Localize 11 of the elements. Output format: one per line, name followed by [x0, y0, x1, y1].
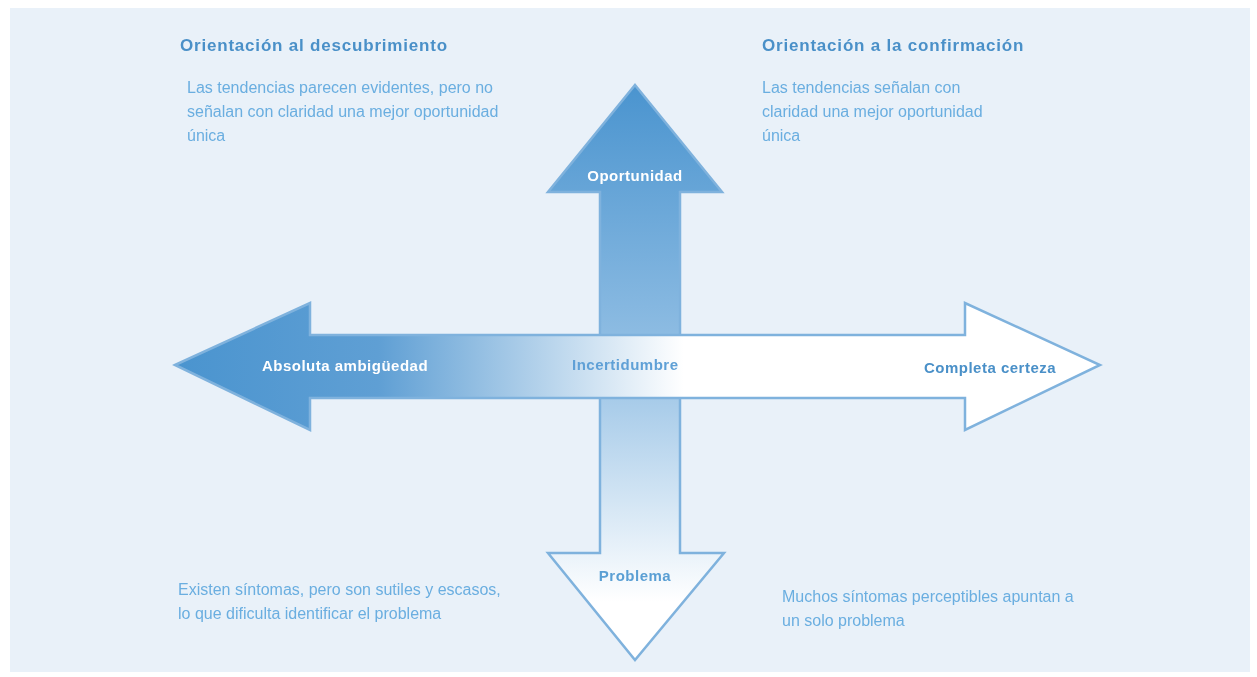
- quadrant-description: Las tendencias parecen evidentes, pero no señalan con claridad una mejor oportunidad única: [187, 78, 500, 146]
- arrow-label: Oportunidad: [587, 166, 683, 184]
- quadrant-description: Muchos síntomas perceptibles apuntan a un solo problema: [782, 587, 1075, 631]
- arrow-label: Absoluta ambigüedad: [261, 356, 429, 374]
- arrow-label: Problema: [598, 566, 672, 584]
- axis-label: Incertidumbre: [572, 355, 679, 375]
- quadrant-description: Las tendencias señalan con claridad una mejor oportunidad única: [762, 78, 984, 146]
- quadrant-heading: Orientación a la confirmación: [762, 35, 1026, 57]
- arrow-label: Completa certeza: [923, 358, 1057, 376]
- quadrant-description: Existen síntomas, pero son sutiles y escasos, lo que dificulta identificar el problema: [178, 580, 502, 624]
- quadrant-heading: Orientación al descubrimiento: [180, 35, 449, 57]
